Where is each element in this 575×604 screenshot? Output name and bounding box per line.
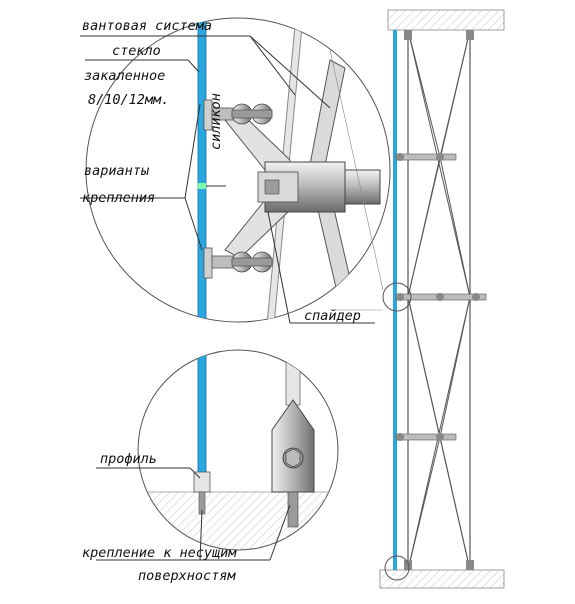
- label-silicone: силикон: [208, 93, 224, 150]
- label-mount-1: крепление к несущим: [82, 545, 237, 561]
- bottom-detail-view: [137, 349, 339, 551]
- anchor-fitting: [271, 399, 315, 528]
- upper-fitting: [203, 99, 273, 131]
- label-glass-2: закаленное: [84, 68, 166, 84]
- top-slab: [387, 9, 505, 31]
- glass-panel-bottom: [197, 350, 207, 476]
- spider-hub-cylinder: [257, 161, 381, 213]
- label-variants-1: варианты: [84, 163, 150, 179]
- label-leaders: [80, 35, 375, 561]
- label-glass-1: стекло: [112, 43, 161, 59]
- crossbar-1: [395, 153, 457, 161]
- label-spider: спайдер: [304, 308, 361, 324]
- label-cable-system: вантовая система: [82, 18, 213, 34]
- cable-rod-bottom: [285, 350, 301, 406]
- elevation-view: [329, 9, 505, 589]
- label-profile: профиль: [100, 451, 157, 467]
- bottom-slab: [379, 569, 505, 589]
- detail-marker-top: [382, 282, 412, 312]
- label-mount-2: поверхностям: [138, 568, 236, 584]
- silicone-joint: [198, 183, 206, 189]
- glass-panel: [197, 18, 207, 322]
- crossbar-2: [395, 293, 487, 301]
- detail-marker-bottom: [384, 555, 410, 581]
- lower-fitting: [203, 247, 273, 279]
- glass-elevation: [393, 30, 397, 570]
- profile-fitting: [193, 471, 211, 515]
- label-variants-2: крепления: [82, 190, 156, 206]
- label-glass-3: 8/10/12мм.: [88, 92, 170, 108]
- crossbar-3: [395, 433, 457, 441]
